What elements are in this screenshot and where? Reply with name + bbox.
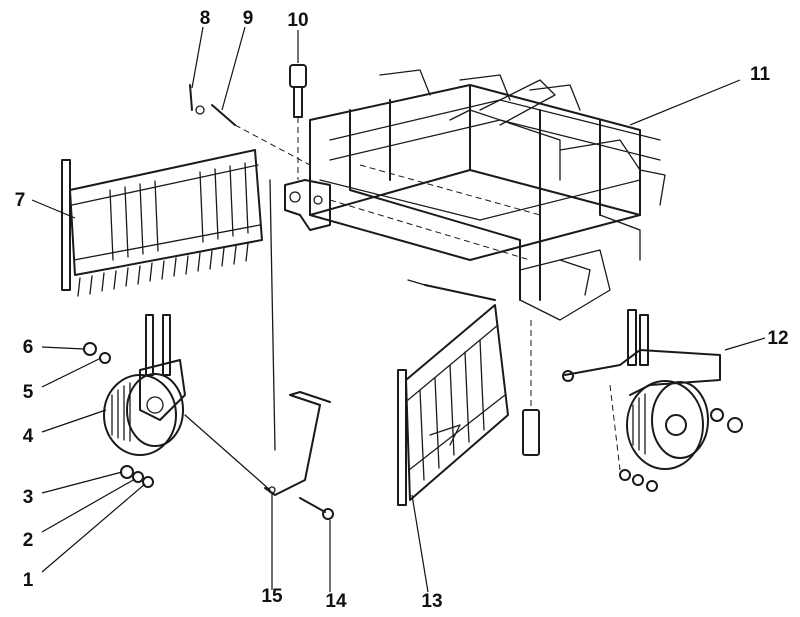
callout-7: 7	[15, 190, 26, 211]
callout-1: 1	[23, 570, 34, 591]
callout-8: 8	[200, 8, 211, 29]
callout-9: 9	[243, 8, 254, 29]
callout-5: 5	[23, 382, 34, 403]
callouts: 1 2 3 4 5 6 7 8 9 10 11 12 13 14 15	[15, 8, 789, 612]
rake-panel-right	[397, 304, 509, 506]
callout-15: 15	[261, 586, 283, 607]
right-wheel-shading	[632, 393, 646, 455]
callout-3: 3	[23, 487, 34, 508]
washer-2	[132, 471, 144, 483]
callout-11: 11	[750, 64, 771, 85]
callout-10: 10	[287, 10, 308, 31]
callout-4: 4	[23, 426, 34, 447]
leader-lines	[31, 26, 766, 593]
callout-13: 13	[421, 591, 442, 612]
frame-assembly	[309, 69, 666, 321]
pin-8	[189, 84, 205, 115]
callout-6: 6	[23, 337, 34, 358]
rake-panel-left	[61, 149, 263, 297]
right-wheel-assembly	[562, 309, 743, 492]
washer-1	[142, 476, 154, 488]
front-bracket	[284, 179, 331, 231]
left-wheel-assembly	[103, 314, 186, 456]
washer-5	[99, 352, 111, 364]
nut-3	[120, 465, 134, 479]
right-panel-shading	[419, 339, 485, 481]
pin-10	[289, 64, 307, 180]
callout-14: 14	[325, 591, 347, 612]
callout-12: 12	[767, 328, 788, 349]
support-post	[522, 320, 540, 456]
bolt-14	[299, 497, 334, 520]
callout-2: 2	[23, 530, 34, 551]
wheel-tread-shading	[111, 382, 131, 442]
lever-arm	[184, 179, 331, 496]
rake-panel-shading	[109, 162, 249, 261]
nut-6	[83, 342, 97, 356]
tension-spring	[407, 279, 496, 301]
bolt-9	[211, 104, 311, 166]
rake-tines	[77, 242, 249, 297]
